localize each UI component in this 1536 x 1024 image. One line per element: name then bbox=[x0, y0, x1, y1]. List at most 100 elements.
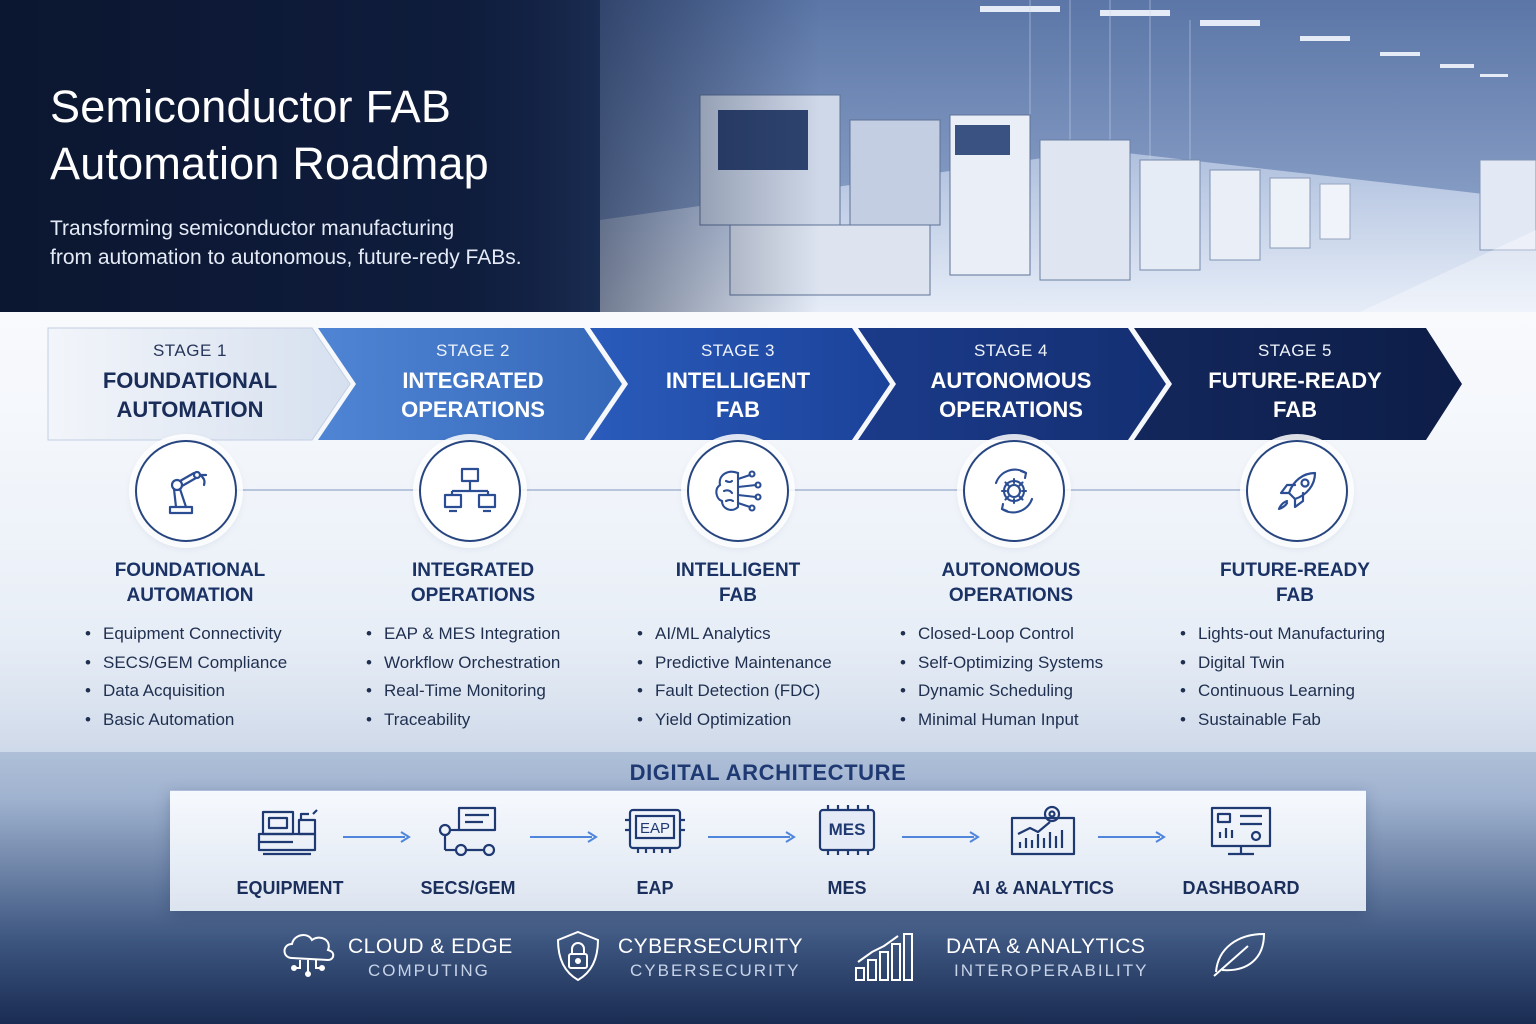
brain-circuit-icon bbox=[715, 470, 762, 512]
list-item: Equipment Connectivity bbox=[85, 620, 287, 649]
list-item: Sustainable Fab bbox=[1180, 706, 1385, 735]
page-subtitle: Transforming semiconductor manufacturing… bbox=[50, 214, 522, 272]
stage-1-bullets: Equipment Connectivity SECS/GEM Complian… bbox=[85, 620, 287, 734]
analytics-icon bbox=[1010, 805, 1076, 856]
leaf-icon bbox=[1213, 932, 1266, 977]
arch-item-secs-gem: SECS/GEM bbox=[393, 802, 543, 899]
stage-4-bullets: Closed-Loop Control Self-Optimizing Syst… bbox=[900, 620, 1103, 734]
arch-label: MES bbox=[827, 878, 867, 898]
list-item: Closed-Loop Control bbox=[900, 620, 1103, 649]
footer-data-analytics: DATA & ANALYTICS INTEROPERABILITY bbox=[852, 928, 1172, 988]
stage-3: STAGE 3 INTELLIGENT FAB bbox=[593, 312, 883, 752]
stage-3-number: STAGE 3 bbox=[700, 341, 776, 360]
list-item: Yield Optimization bbox=[637, 706, 832, 735]
shield-lock-icon bbox=[556, 930, 600, 982]
list-item: Minimal Human Input bbox=[900, 706, 1103, 735]
list-item: Data Acquisition bbox=[85, 677, 287, 706]
stage-5-circle bbox=[1246, 440, 1348, 542]
stage-4-number: STAGE 4 bbox=[973, 341, 1049, 360]
rocket-icon bbox=[1277, 471, 1317, 511]
list-item: Predictive Maintenance bbox=[637, 649, 832, 678]
stage-1-number: STAGE 1 bbox=[152, 341, 228, 360]
subtitle-line-1: Transforming semiconductor manufacturing bbox=[50, 217, 455, 240]
robot-arm-icon bbox=[168, 470, 208, 515]
flow-arrow bbox=[530, 831, 598, 843]
stage-4-arrow bbox=[858, 328, 1166, 440]
arch-label: AI & ANALYTICS bbox=[972, 878, 1114, 898]
bar-chart-icon bbox=[855, 933, 913, 981]
architecture-title: DIGITAL ARCHITECTURE bbox=[629, 760, 907, 785]
architecture-band bbox=[170, 790, 1366, 911]
hero-banner: Semiconductor FAB Automation Roadmap Tra… bbox=[0, 0, 1536, 312]
stage-arrows bbox=[47, 327, 1462, 491]
footer-cloud-edge: CLOUD & EDGE COMPUTING bbox=[278, 928, 538, 988]
flow-arrow bbox=[708, 831, 796, 843]
stage-4-label: AUTONOMOUS OPERATIONS bbox=[941, 560, 1081, 606]
stages-band: STAGE 1 FOUNDATIONAL AUTOMATION FOU bbox=[0, 312, 1536, 752]
subtitle-line-2: from automation to autonomous, future-re… bbox=[50, 246, 522, 269]
arch-label: EQUIPMENT bbox=[236, 878, 344, 898]
list-item: Continuous Learning bbox=[1180, 677, 1385, 706]
stage-4: STAGE 4 AUTONOMOUS OPERATIONS AUTONOMOUS bbox=[866, 312, 1156, 752]
list-item: SECS/GEM Compliance bbox=[85, 649, 287, 678]
svg-text:MES: MES bbox=[829, 820, 866, 839]
flow-arrow bbox=[902, 831, 980, 843]
stage-5-number: STAGE 5 bbox=[1257, 341, 1333, 360]
arch-item-equipment: EQUIPMENT bbox=[215, 802, 365, 899]
footer-title: CYBERSECURITY bbox=[618, 935, 804, 958]
list-item: Digital Twin bbox=[1180, 649, 1385, 678]
hero-fade bbox=[0, 0, 820, 312]
stage-2-circle bbox=[419, 440, 521, 542]
list-item: AI/ML Analytics bbox=[637, 620, 832, 649]
stage-3-bullets: AI/ML Analytics Predictive Maintenance F… bbox=[637, 620, 832, 734]
arch-item-eap: EAP EAP bbox=[580, 802, 730, 899]
footer-sustainability bbox=[1208, 928, 1278, 988]
mes-chip-icon: MES bbox=[818, 805, 876, 855]
stage-3-name: INTELLIGENT FAB bbox=[665, 368, 811, 422]
stage-5: STAGE 5 FUTURE-READY FAB FUTURE-READY FA… bbox=[1150, 312, 1440, 752]
footer-subtitle: INTEROPERABILITY bbox=[954, 961, 1149, 980]
arch-item-mes: MES MES bbox=[772, 802, 922, 899]
stage-5-name: FUTURE-READY FAB bbox=[1208, 368, 1382, 422]
secs-gem-icon bbox=[438, 806, 497, 857]
stage-1: STAGE 1 FOUNDATIONAL AUTOMATION FOU bbox=[45, 312, 335, 752]
footer-subtitle: COMPUTING bbox=[368, 961, 490, 980]
network-icon bbox=[443, 467, 497, 513]
stage-2-label: INTEGRATED OPERATIONS bbox=[410, 560, 536, 606]
footer-subtitle: CYBERSECURITY bbox=[630, 961, 801, 980]
stage-3-label: INTELLIGENT FAB bbox=[675, 560, 801, 606]
svg-text:EAP: EAP bbox=[640, 820, 670, 837]
list-item: Dynamic Scheduling bbox=[900, 677, 1103, 706]
footer-title: CLOUD & EDGE bbox=[348, 935, 513, 958]
stage-2-number: STAGE 2 bbox=[435, 341, 511, 360]
arch-label: EAP bbox=[636, 878, 674, 898]
flow-arrow bbox=[343, 831, 411, 843]
eap-chip-icon: EAP bbox=[625, 808, 685, 853]
list-item: Lights-out Manufacturing bbox=[1180, 620, 1385, 649]
page-title: Semiconductor FAB Automation Roadmap bbox=[50, 78, 489, 192]
stage-1-circle bbox=[135, 440, 237, 542]
stage-1-arrow bbox=[47, 327, 351, 441]
arch-item-ai-analytics: AI & ANALYTICS bbox=[968, 802, 1118, 899]
flow-arrow bbox=[1098, 831, 1166, 843]
list-item: Fault Detection (FDC) bbox=[637, 677, 832, 706]
footer-cybersecurity: CYBERSECURITY CYBERSECURITY bbox=[552, 928, 812, 988]
title-line-1: Semiconductor FAB bbox=[50, 81, 452, 132]
stage-4-name: AUTONOMOUS OPERATIONS bbox=[930, 368, 1092, 422]
equipment-icon bbox=[257, 809, 318, 856]
arch-label: DASHBOARD bbox=[1182, 878, 1300, 898]
stage-2: STAGE 2 INTEGRATED OPERATIONS bbox=[328, 312, 618, 752]
list-item: Self-Optimizing Systems bbox=[900, 649, 1103, 678]
list-item: EAP & MES Integration bbox=[366, 620, 560, 649]
arch-item-dashboard: DASHBOARD bbox=[1166, 802, 1316, 899]
list-item: Real-Time Monitoring bbox=[366, 677, 560, 706]
list-item: Traceability bbox=[366, 706, 560, 735]
list-item: Workflow Orchestration bbox=[366, 649, 560, 678]
dashboard-icon bbox=[1210, 806, 1272, 856]
stage-2-name: INTEGRATED OPERATIONS bbox=[401, 368, 545, 422]
stage-1-name: FOUNDATIONAL AUTOMATION bbox=[102, 368, 278, 422]
arch-label: SECS/GEM bbox=[420, 878, 516, 898]
stage-3-circle bbox=[687, 440, 789, 542]
title-line-2: Automation Roadmap bbox=[50, 138, 489, 189]
